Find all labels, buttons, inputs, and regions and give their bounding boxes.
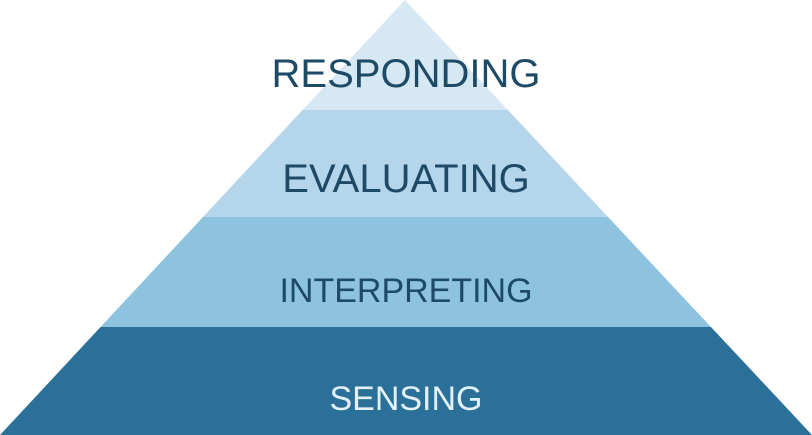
level-label-responding: RESPONDING [271,52,541,96]
pyramid-level-evaluating [202,110,609,217]
pyramid-level-responding [302,0,508,110]
pyramid-level-sensing [0,327,812,435]
level-label-sensing: SENSING [329,380,483,418]
pyramid-level-interpreting [100,217,711,327]
level-label-evaluating: EVALUATING [282,157,530,201]
level-label-interpreting: INTERPRETING [279,272,533,310]
